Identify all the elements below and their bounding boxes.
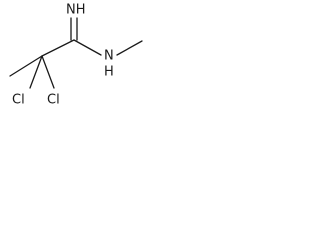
amine-h-label: H: [104, 65, 114, 80]
bond-ccl2-to-cl-left: [29, 55, 43, 89]
chlorine-left-label: Cl: [12, 93, 25, 108]
imine-nh-label: NH: [66, 3, 86, 18]
bond-amidine-c-to-amine-n: [73, 39, 102, 56]
bond-amine-n-to-methyl: [116, 40, 143, 56]
bond-ccl2-to-cl-right: [41, 55, 55, 89]
bond-methyl-to-ccl2: [9, 55, 43, 77]
chlorine-right-label: Cl: [47, 93, 60, 108]
bond-ccl2-to-amidine-c: [41, 39, 75, 57]
amine-n-label: N: [104, 49, 114, 64]
molecule-structure: NH N H Cl Cl: [9, 3, 143, 108]
